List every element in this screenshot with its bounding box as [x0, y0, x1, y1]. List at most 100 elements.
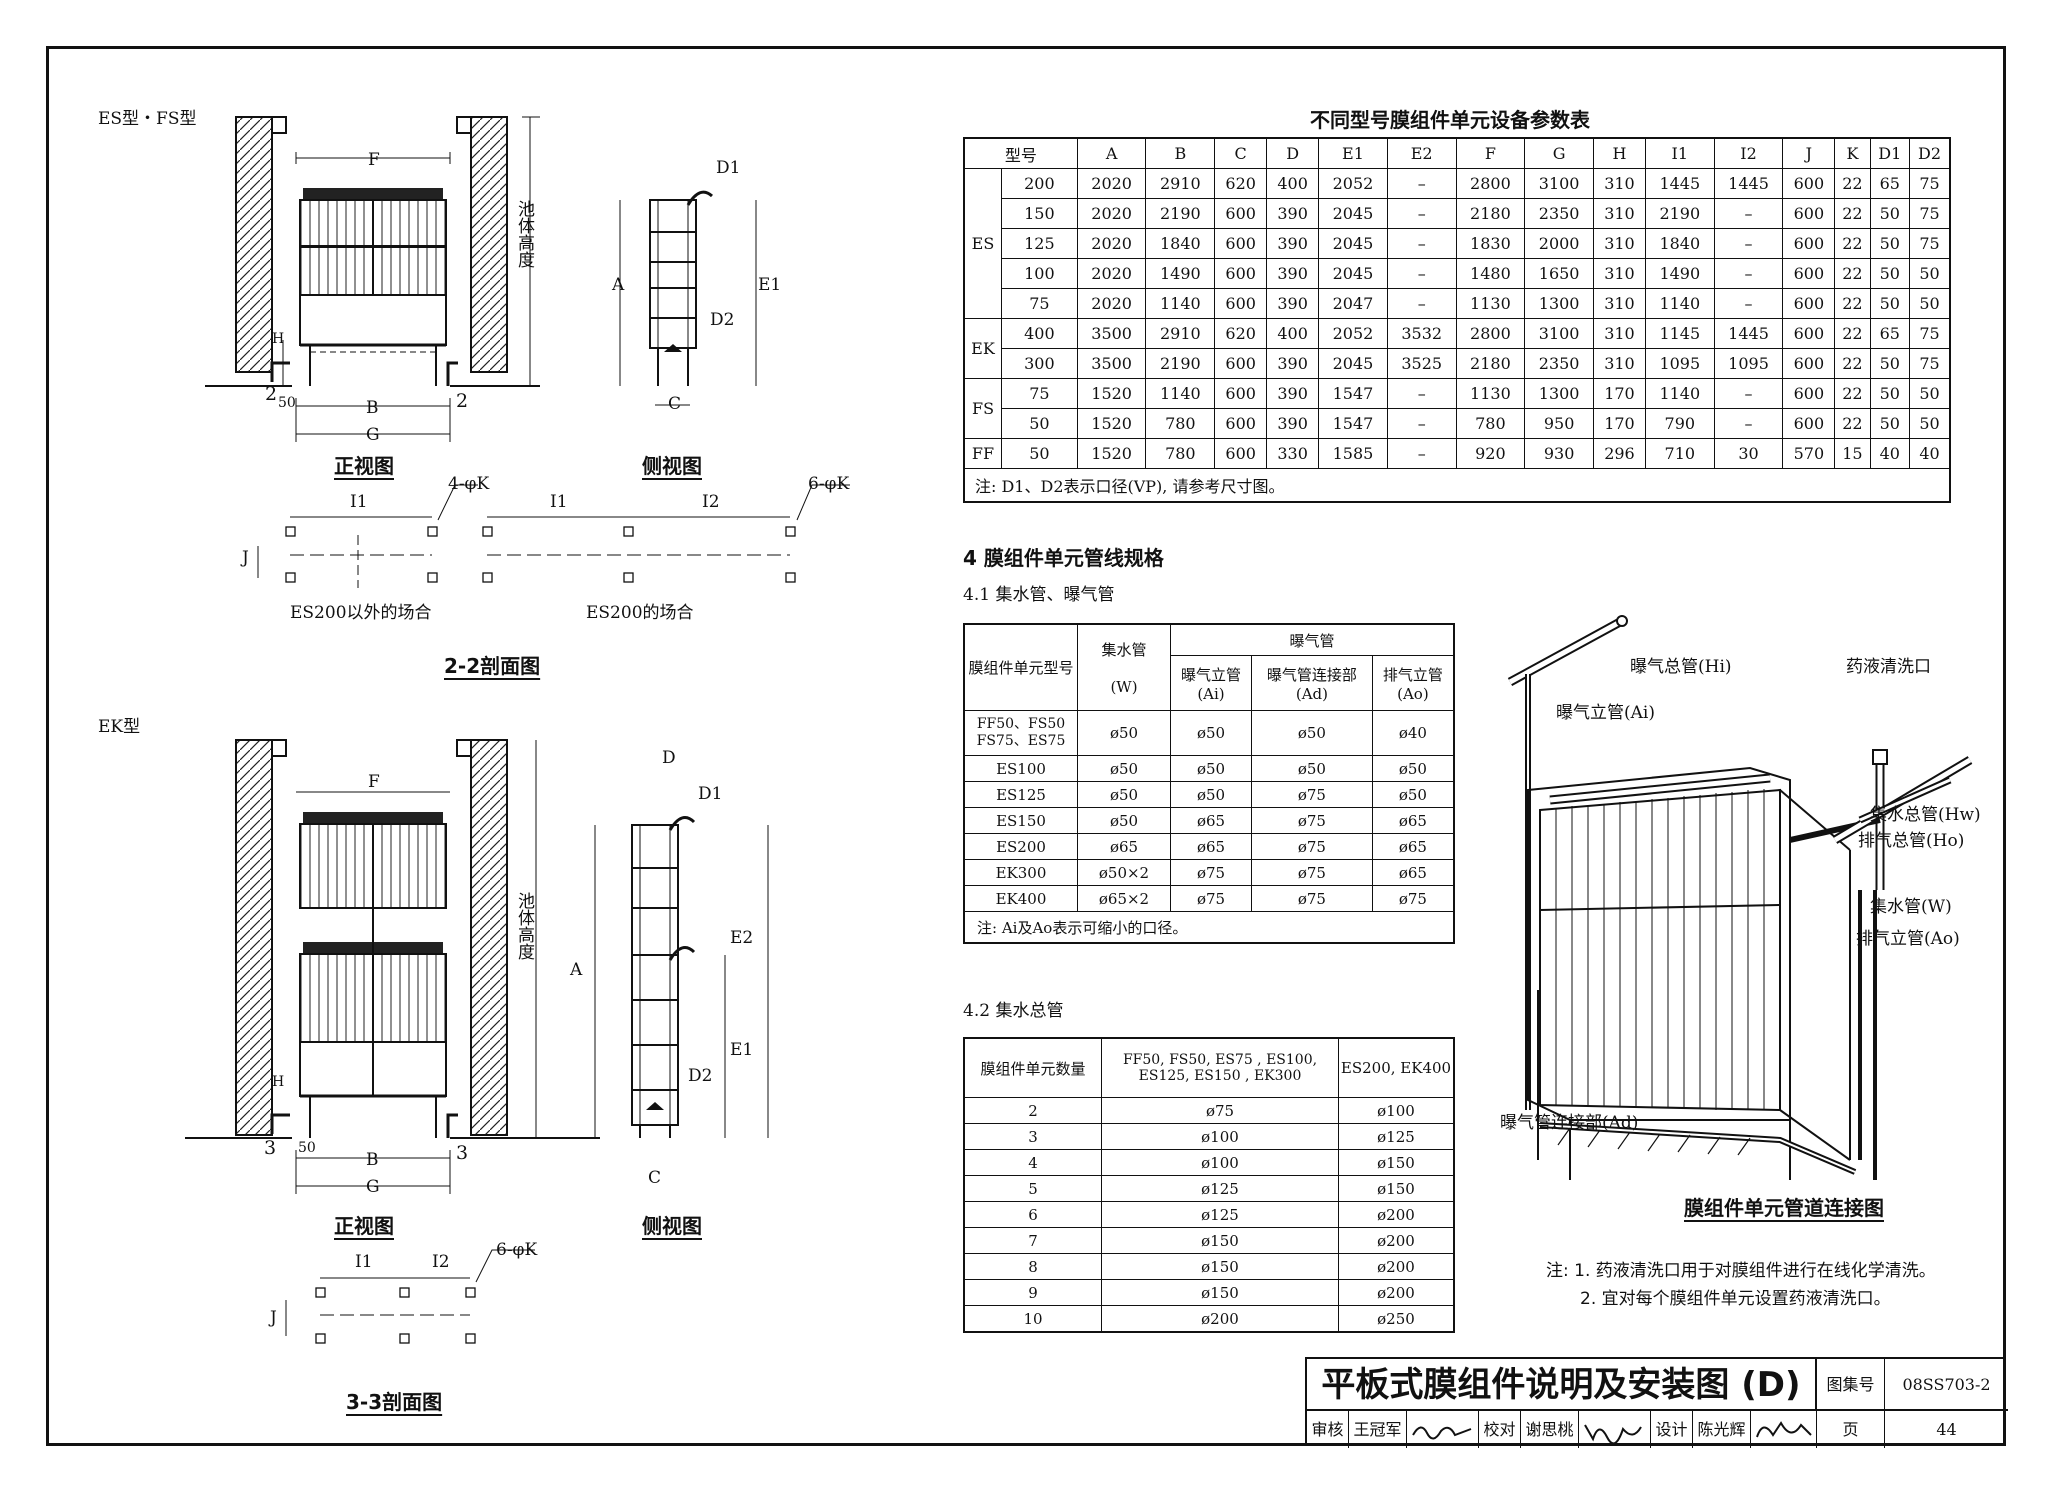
- params-col-header: A: [1076, 137, 1147, 169]
- params-cell: –: [1713, 378, 1784, 409]
- params-cell: 600: [1214, 228, 1268, 259]
- section-2-2-caption: 2-2剖面图: [444, 654, 541, 678]
- pipe-cell: ø65: [1371, 807, 1455, 834]
- ek-dim-d2: D2: [688, 1066, 713, 1086]
- section-mark-3-right: 3: [456, 1142, 469, 1164]
- params-cell: –: [1386, 288, 1457, 319]
- ek-front-view: [185, 739, 600, 1194]
- params-cell: –: [1713, 198, 1784, 229]
- es-fs-type-label: ES型・FS型: [98, 109, 197, 129]
- params-cell: 2800: [1455, 318, 1526, 349]
- params-cell: 310: [1592, 168, 1646, 199]
- pipe-cell: EK400: [963, 885, 1078, 912]
- header-pipe-cell: ø200: [1338, 1201, 1455, 1228]
- dim-d2: D2: [710, 310, 735, 330]
- params-cell: 310: [1592, 198, 1646, 229]
- ek-type-label: EK型: [98, 717, 141, 737]
- header-pipe-cell: 6: [963, 1201, 1102, 1228]
- params-cell: 1830: [1455, 228, 1526, 259]
- pipe-cell: ø65: [1170, 833, 1252, 860]
- pipe-first-ao: ø40: [1371, 710, 1455, 756]
- pipe-cell: ø50: [1371, 755, 1455, 782]
- params-type-cell: EK: [963, 318, 1002, 379]
- params-table-title: 不同型号膜组件单元设备参数表: [1310, 108, 1590, 132]
- params-cell: 310: [1592, 258, 1646, 289]
- header-pipe-cell: 4: [963, 1149, 1102, 1176]
- pipe-first-ai: ø50: [1170, 710, 1252, 756]
- params-cell: 2052: [1318, 318, 1388, 349]
- page-number: 44: [1936, 1420, 1957, 1439]
- dim-f: F: [368, 150, 380, 170]
- params-cell: 22: [1834, 408, 1871, 439]
- ek-dim-f: F: [368, 772, 380, 792]
- header-pipe-cell: ø200: [1338, 1279, 1455, 1306]
- pipe-cell: EK300: [963, 859, 1078, 886]
- header-pipe-cell: ø200: [1338, 1253, 1455, 1280]
- ek-dim-h: H: [272, 1074, 285, 1090]
- section-4-2-heading: 4.2 集水总管: [963, 1001, 1064, 1021]
- review-label: 审核: [1307, 1411, 1349, 1448]
- pipe-cell: ø75: [1251, 859, 1373, 886]
- params-cell: 170: [1592, 408, 1646, 439]
- params-cell: 300: [1001, 348, 1078, 379]
- pipe-cell: ø75: [1251, 885, 1373, 912]
- pipe-cell: ø50: [1371, 781, 1455, 808]
- params-cell: 2045: [1318, 228, 1388, 259]
- params-cell: 310: [1592, 288, 1646, 319]
- hdr-col-b: ES200, EK400: [1338, 1037, 1455, 1098]
- params-cell: 75: [1909, 168, 1951, 199]
- params-cell: 100: [1001, 258, 1078, 289]
- params-cell: 22: [1834, 378, 1871, 409]
- case-es200-label: ES200的场合: [586, 603, 694, 623]
- section-4-1-heading: 4.1 集水管、曝气管: [963, 585, 1115, 605]
- drawing-frame: [46, 46, 2006, 1446]
- params-cell: –: [1713, 258, 1784, 289]
- header-pipe-cell: ø150: [1101, 1253, 1339, 1280]
- params-cell: 310: [1592, 348, 1646, 379]
- pipe-cell: ø65×2: [1077, 885, 1171, 912]
- checker-signature: [1579, 1411, 1651, 1448]
- connection-diagram-title: 膜组件单元管道连接图: [1684, 1196, 1884, 1220]
- pipe-cell: ES100: [963, 755, 1078, 782]
- params-cell: 50: [1001, 408, 1078, 439]
- params-col-header: J: [1782, 137, 1836, 169]
- pipe-cell: ø50: [1077, 807, 1171, 834]
- params-cell: 22: [1834, 288, 1871, 319]
- check-label: 校对: [1479, 1411, 1521, 1448]
- params-cell: 2180: [1455, 348, 1526, 379]
- pipe-cell: ø75: [1371, 885, 1455, 912]
- params-cell: 600: [1782, 228, 1836, 259]
- params-cell: –: [1386, 168, 1457, 199]
- designer-name: 陈光辉: [1693, 1411, 1751, 1448]
- params-cell: 1547: [1318, 378, 1388, 409]
- label-ai: 曝气立管(Ai): [1556, 703, 1655, 723]
- params-cell: 390: [1266, 198, 1320, 229]
- params-cell: 2020: [1076, 228, 1147, 259]
- params-type-cell: FS: [963, 378, 1002, 439]
- label-ho: 排气总管(Ho): [1858, 831, 1965, 851]
- section-4-heading: 4 膜组件单元管线规格: [963, 546, 1164, 570]
- holes-4k: 4-φK: [448, 474, 490, 494]
- params-cell: 50: [1001, 438, 1078, 469]
- designer-signature: [1751, 1411, 1817, 1448]
- params-cell: 75: [1001, 378, 1078, 409]
- params-cell: 310: [1592, 228, 1646, 259]
- params-cell: 600: [1782, 408, 1836, 439]
- params-cell: 2350: [1524, 348, 1594, 379]
- params-cell: 50: [1869, 378, 1911, 409]
- params-cell: 2910: [1145, 168, 1216, 199]
- params-cell: 400: [1266, 318, 1320, 349]
- pipe-cell: ES150: [963, 807, 1078, 834]
- params-cell: 75: [1909, 318, 1951, 349]
- params-cell: –: [1713, 408, 1784, 439]
- params-cell: 600: [1782, 168, 1836, 199]
